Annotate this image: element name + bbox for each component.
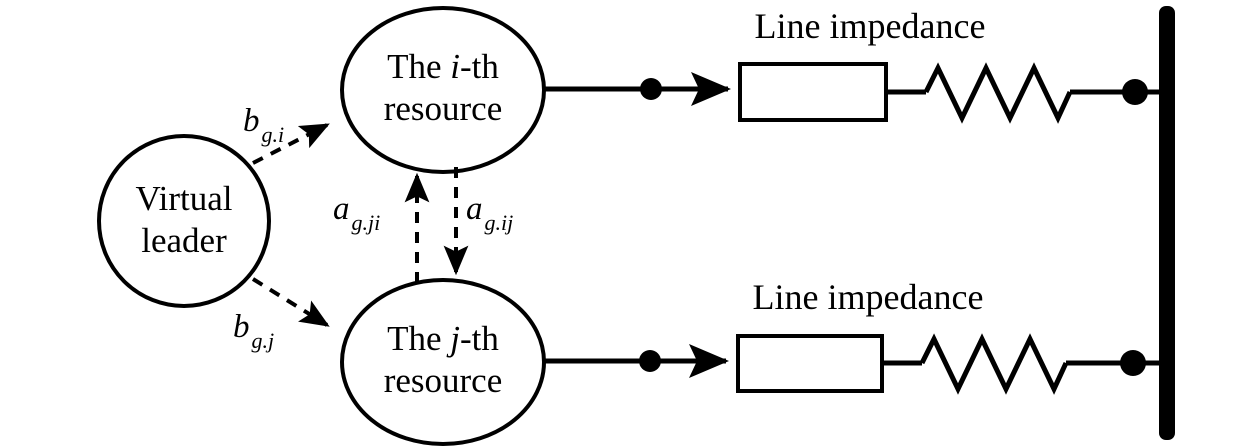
edge-label-a-g-ji-base: a (333, 191, 350, 227)
branch-2-bus-terminal-dot (1120, 350, 1146, 376)
resource-i-label-line1: The i-th (387, 47, 499, 86)
resource-j-index: j (446, 319, 460, 358)
branch-1-component-box[interactable] (738, 62, 888, 122)
resource-i-index: i (450, 47, 460, 86)
resource-i-prefix: The (387, 47, 450, 86)
edge-label-b-g-j: bg.j (233, 309, 274, 353)
branch-2-resistor-zigzag (919, 333, 1069, 395)
edge-leader-to-resource-i (252, 123, 330, 165)
branch-1-resistor-zigzag (923, 62, 1073, 124)
edge-leader-to-resource-j (251, 277, 330, 327)
virtual-leader-label-line2: leader (141, 221, 227, 260)
edge-label-b-g-i-sub: g.i (262, 122, 285, 147)
branch-2-component-box[interactable] (736, 334, 884, 393)
edge-label-a-g-ij: ag.ij (466, 191, 513, 235)
edge-label-a-g-ij-base: a (466, 191, 483, 227)
resource-j-suffix: -th (460, 319, 499, 358)
branch-2-input-node-dot (639, 350, 661, 372)
resource-j-label-line2: resource (384, 361, 503, 400)
edge-label-b-g-i-base: b (243, 103, 260, 139)
resource-i-suffix: -th (460, 47, 499, 86)
branch-1-input-node-dot (640, 78, 662, 100)
node-resource-j[interactable] (340, 278, 546, 446)
resource-j-label-line1: The j-th (387, 319, 499, 358)
node-resource-i[interactable] (340, 6, 546, 174)
edge-label-a-g-ji-sub: g.ji (352, 210, 381, 235)
branch-2-title: Line impedance (753, 277, 984, 317)
virtual-leader-label-line1: Virtual (135, 179, 232, 218)
edge-label-b-g-j-sub: g.j (252, 328, 275, 353)
bus-bar (1159, 6, 1175, 440)
resource-i-label-line2: resource (384, 89, 503, 128)
edge-label-a-g-ji: ag.ji (333, 191, 380, 235)
edge-label-b-g-j-base: b (233, 309, 250, 345)
branch-1-bus-terminal-dot (1122, 79, 1148, 105)
branch-1-title: Line impedance (755, 6, 986, 46)
resource-j-prefix: The (387, 319, 450, 358)
node-virtual-leader[interactable] (97, 134, 271, 308)
edge-label-b-g-i: bg.i (243, 103, 284, 147)
edge-label-a-g-ij-sub: g.ij (485, 210, 514, 235)
